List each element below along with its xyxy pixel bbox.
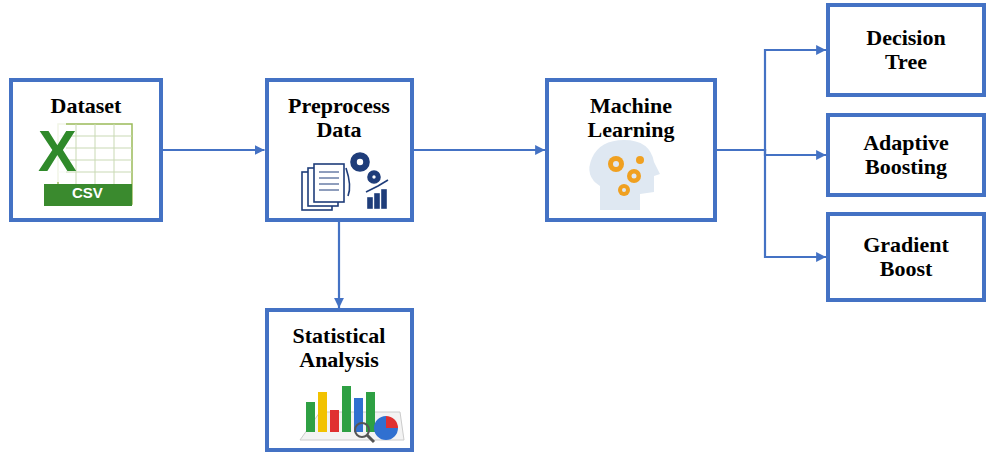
model-box: Adaptive Boosting <box>826 113 986 197</box>
process-box: Statistical Analysis <box>265 308 414 452</box>
dataset-box: Dataset <box>9 78 163 222</box>
preprocess-icon <box>302 153 388 210</box>
excel-x-letter: X <box>38 122 77 180</box>
statistics-chart-icon <box>300 386 404 442</box>
node-label: Preprocess Data <box>277 94 402 142</box>
arrow-connector <box>717 150 826 257</box>
node-label: Dataset <box>21 94 151 118</box>
process-box: Preprocess Data <box>265 78 414 222</box>
arrow-connector <box>338 222 340 308</box>
node-label: Gradient Boost <box>844 233 969 281</box>
node-label: Statistical Analysis <box>277 324 402 372</box>
model-box: Gradient Boost <box>826 212 986 302</box>
csv-label: CSV <box>72 185 103 200</box>
node-label: Machine Learning <box>566 94 696 142</box>
process-box: Machine Learning <box>545 78 717 222</box>
ml-head-icon <box>589 140 660 210</box>
arrow-connector <box>717 50 826 150</box>
model-box: Decision Tree <box>826 3 986 97</box>
node-label: Adaptive Boosting <box>844 131 969 179</box>
node-label: Decision Tree <box>844 26 969 74</box>
arrow-connector <box>414 149 546 151</box>
arrow-connector <box>163 149 265 151</box>
